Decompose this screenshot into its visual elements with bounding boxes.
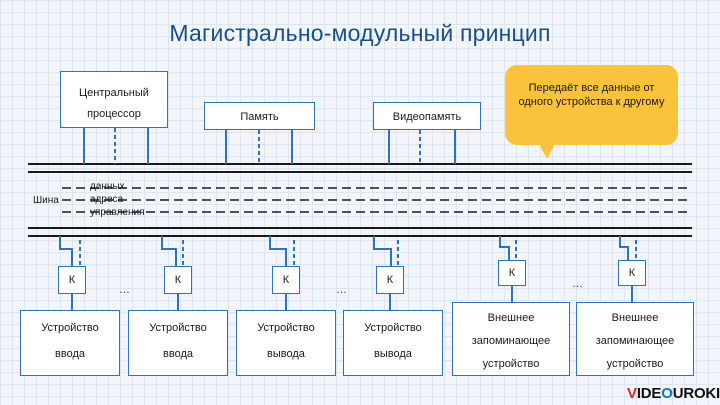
bus-data-label: данных [90,181,125,192]
controller-5: К [498,260,526,286]
controller-2: К [164,266,192,294]
bus-label: Шина [33,195,59,206]
callout-text: Передаёт все данные от одного устройства… [518,82,665,108]
videomemory-box: Видеопамять [373,102,481,130]
ellipsis-1: … [119,284,130,296]
cpu-box: Центральный процессор [60,71,168,128]
device-storage-2: Внешнее запоминающее устройство [576,302,694,376]
device-output-2: Устройство вывода [343,310,443,376]
device-storage-1: Внешнее запоминающее устройство [452,302,570,376]
ellipsis-3: … [572,278,583,290]
bottom-connectors [59,236,637,266]
memory-box: Память [204,102,315,130]
page-title: Магистрально-модульный принцип [169,20,551,46]
controller-1: К [58,266,86,294]
videomemory-label: Видеопамять [392,111,462,123]
controller-3: К [272,266,300,294]
device-output-1: Устройство вывода [236,310,336,376]
device-connectors [71,286,633,310]
memory-label: Память [240,111,279,123]
controller-6: К [618,260,646,286]
device-input-2: Устройство ввода [128,310,228,376]
cpu-label-line1: Центральный [79,87,149,99]
controller-4: К [376,266,404,294]
bus-control-label: управления [90,207,145,218]
videouroki-logo: VIDEOUROKI.net [627,385,720,402]
ellipsis-2: … [336,284,347,296]
bus-address-label: адреса [90,194,124,205]
top-connectors [83,128,456,164]
callout-bubble: Передаёт все данные от одного устройства… [505,65,678,159]
cpu-label-line2: процессор [87,108,141,120]
device-input-1: Устройство ввода [20,310,120,376]
